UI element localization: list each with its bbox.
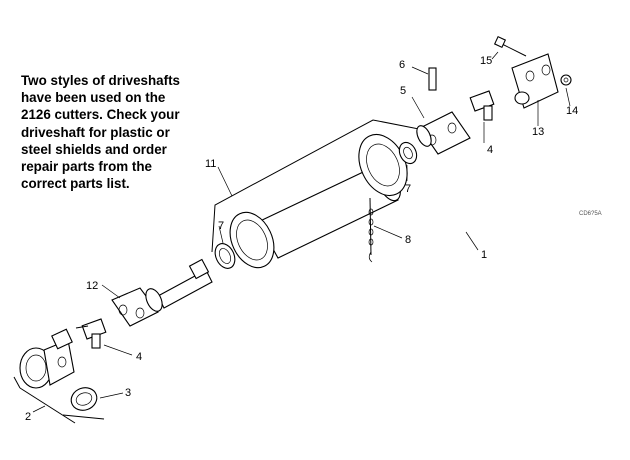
- callout-2: 2: [25, 411, 31, 423]
- leader-lines: [32, 51, 571, 413]
- driveshaft-note: Two styles of driveshafts have been used…: [21, 73, 180, 192]
- callout-6: 6: [399, 59, 405, 71]
- yoke-12: [111, 287, 163, 327]
- safety-chain: [368, 197, 374, 263]
- drawing-code: CD6?5A: [579, 211, 602, 217]
- callout-12: 12: [86, 280, 98, 292]
- callout-8: 8: [405, 234, 411, 246]
- callout-13: 13: [532, 126, 544, 138]
- bearing-ring-lower: [214, 243, 236, 269]
- callout-15: 15: [480, 55, 492, 67]
- cross-bearing-lower: [75, 318, 107, 349]
- shield-cone: [229, 211, 275, 269]
- callout-5: 5: [400, 85, 406, 97]
- callout-11: 11: [205, 158, 216, 170]
- yoke-5: [416, 111, 471, 155]
- callout-7-lower: 7: [218, 220, 224, 232]
- yoke-13: [511, 53, 559, 109]
- collar-ring-3: [70, 387, 98, 411]
- callout-14: 14: [566, 105, 578, 117]
- bolt-15: [493, 35, 527, 57]
- callout-7-upper: 7: [405, 183, 411, 195]
- callout-3: 3: [125, 387, 131, 399]
- yoke-bracket: [13, 376, 105, 424]
- yoke-assembly-2: [19, 328, 75, 389]
- nut-14: [560, 74, 572, 86]
- callout-1: 1: [481, 249, 487, 261]
- cross-bearing-upper: [469, 90, 495, 121]
- inner-shaft: [157, 258, 213, 309]
- roll-pin-6: [428, 67, 437, 91]
- callout-4-lower: 4: [136, 351, 142, 363]
- bearing-ring-upper: [398, 141, 418, 165]
- callout-4-upper: 4: [487, 144, 493, 156]
